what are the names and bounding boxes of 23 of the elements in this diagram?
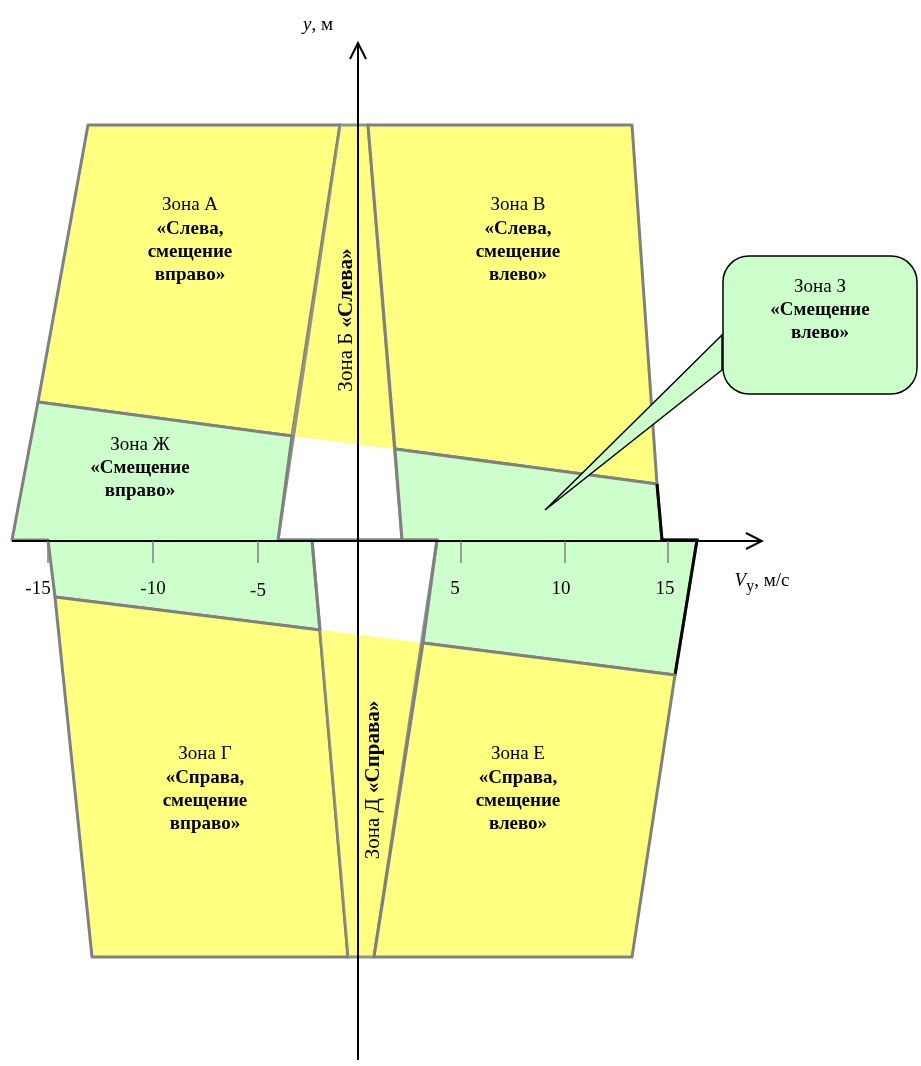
axis-label: y, м — [303, 13, 333, 35]
zone-description: «Слева, смещение влево» — [474, 215, 562, 285]
zone-name: Зона А — [160, 191, 220, 215]
zone-label: Зона Д «Справа» — [360, 700, 384, 860]
zone-name: Зона Е — [490, 740, 546, 764]
zone-name: Зона Ж — [109, 431, 171, 455]
zone-description: «Слева, смещение вправо» — [146, 215, 234, 285]
zone-label: Зона Б «Слева» — [333, 248, 357, 392]
tick-label: -10 — [140, 577, 166, 599]
zone-name: Зона З — [793, 273, 847, 297]
axis-label: V$_{y}$, м/с — [734, 569, 790, 595]
zone-name: Зона В — [489, 191, 547, 215]
zone-description: «Смещение влево» — [769, 297, 871, 343]
zone-description: «Смещение вправо» — [89, 455, 191, 501]
zone-description: «Справа, смещение влево» — [474, 764, 562, 834]
tick-label: -5 — [250, 579, 266, 601]
zone-description: «Справа, смещение вправо» — [161, 764, 249, 834]
tick-label: 15 — [655, 577, 675, 599]
zone-name: Зона Г — [177, 740, 233, 764]
tick-label: 5 — [450, 577, 460, 599]
callout-pointer — [544, 333, 723, 511]
tick-label: -15 — [25, 577, 51, 599]
tick-label: 10 — [551, 577, 571, 599]
